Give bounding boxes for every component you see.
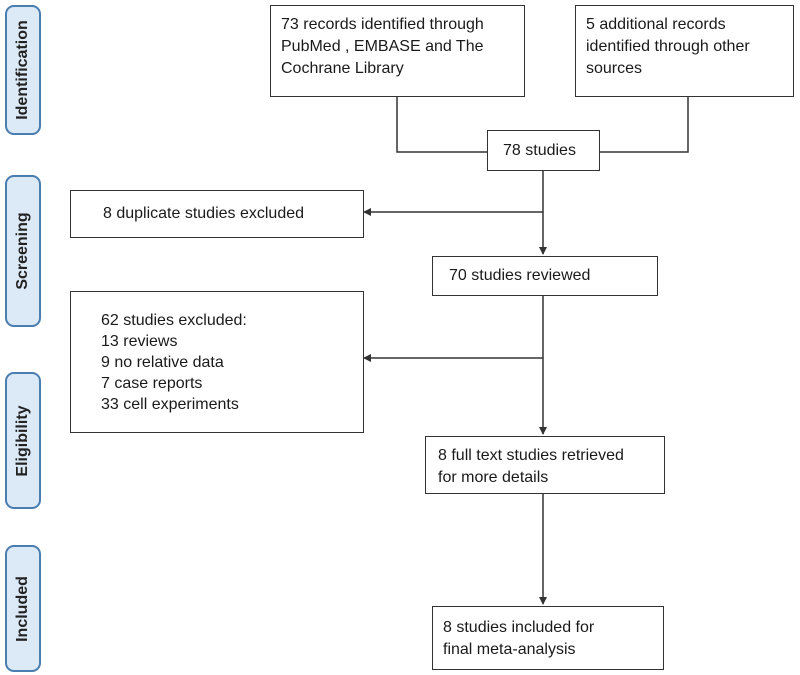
records-other-line-2: identified through other	[586, 38, 750, 55]
excluded-reasons-line-3: 9 no relative data	[101, 354, 224, 371]
full-text-line-2: for more details	[438, 469, 549, 486]
full-text-box: 8 full text studies retrieved for more d…	[425, 436, 665, 494]
duplicates-excluded-text: 8 duplicate studies excluded	[103, 205, 305, 222]
excluded-reasons-line-2: 13 reviews	[101, 333, 178, 350]
phase-included-label: Included	[14, 575, 31, 642]
reviewed-text: 70 studies reviewed	[449, 267, 591, 284]
records-databases-box: 73 records identified through PubMed , E…	[270, 5, 525, 97]
total-studies-text: 78 studies	[503, 142, 576, 159]
included-final-box: 8 studies included for final meta-analys…	[432, 606, 664, 670]
phase-identification-label: Identification	[14, 20, 31, 120]
connector-right-merge	[600, 97, 689, 153]
excluded-reasons-line-5: 33 cell experiments	[101, 396, 239, 413]
included-final-line-1: 8 studies included for	[443, 619, 595, 636]
phase-included: Included	[5, 545, 41, 672]
connector-left-merge	[396, 97, 487, 153]
reviewed-box: 70 studies reviewed	[432, 256, 658, 296]
full-text-line-1: 8 full text studies retrieved	[438, 447, 624, 464]
phase-screening-label: Screening	[14, 212, 31, 290]
records-databases-line-2: PubMed , EMBASE and The	[281, 38, 484, 55]
included-final-line-2: final meta-analysis	[443, 641, 576, 658]
records-other-line-3: sources	[586, 60, 643, 77]
excluded-reasons-line-1: 62 studies excluded:	[101, 312, 247, 329]
phase-eligibility-label: Eligibility	[14, 404, 31, 477]
records-databases-line-1: 73 records identified through	[281, 16, 484, 33]
records-databases-line-3: Cochrane Library	[281, 60, 404, 77]
duplicates-excluded-box: 8 duplicate studies excluded	[70, 190, 364, 238]
records-other-line-1: 5 additional records	[586, 16, 726, 33]
excluded-reasons-line-4: 7 case reports	[101, 375, 203, 392]
records-other-box: 5 additional records identified through …	[575, 5, 794, 97]
phase-eligibility: Eligibility	[5, 372, 41, 509]
total-studies-box: 78 studies	[487, 130, 600, 171]
excluded-reasons-box: 62 studies excluded: 13 reviews 9 no rel…	[70, 291, 364, 433]
phase-screening: Screening	[5, 175, 41, 327]
phase-identification: Identification	[5, 5, 41, 135]
